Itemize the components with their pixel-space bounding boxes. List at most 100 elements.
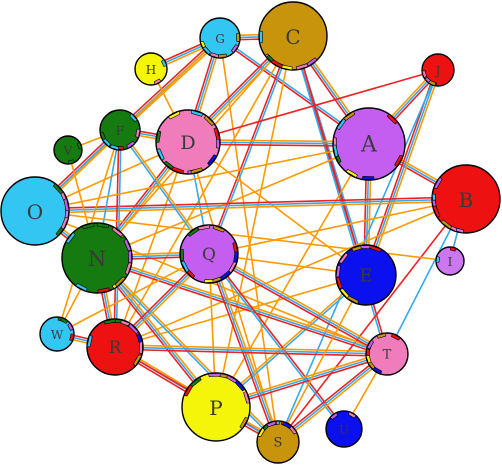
edge-strand	[215, 143, 370, 408]
port-tab	[81, 222, 95, 230]
node-circle[interactable]	[181, 372, 251, 442]
node-D[interactable]: D	[155, 109, 221, 175]
edge-A-N	[96, 143, 370, 259]
port-tab	[153, 78, 162, 85]
node-S[interactable]: S	[256, 420, 300, 464]
node-label: E	[359, 266, 372, 287]
node-C[interactable]: C	[258, 1, 328, 71]
node-ports-D	[155, 109, 221, 175]
node-O[interactable]: O	[0, 176, 70, 246]
node-H[interactable]: H	[134, 52, 168, 86]
edge-strand	[114, 198, 467, 348]
port-tab	[266, 420, 276, 428]
edge-strand	[219, 37, 279, 443]
port-tab	[345, 168, 358, 179]
edge-C-P	[215, 35, 294, 408]
node-V[interactable]: V	[53, 135, 83, 165]
node-G[interactable]: G	[199, 17, 241, 59]
port-tab	[343, 111, 356, 121]
port-tab	[86, 334, 93, 348]
edge-A-P	[215, 143, 370, 408]
node-label: N	[88, 247, 106, 271]
node-U[interactable]: U	[325, 410, 363, 448]
node-ports-W	[57, 316, 75, 342]
port-tab	[213, 127, 221, 140]
node-ports-P	[183, 372, 251, 430]
port-tab	[156, 148, 165, 161]
node-ports-O	[52, 183, 70, 237]
edge-strand	[114, 348, 387, 357]
node-F[interactable]: F	[99, 109, 141, 151]
port-tab	[230, 44, 239, 54]
node-circle[interactable]	[53, 135, 83, 165]
port-tab	[203, 114, 215, 126]
node-circle[interactable]	[335, 244, 397, 306]
port-tab	[207, 154, 218, 167]
edge-N-T	[96, 255, 388, 357]
port-tab	[421, 70, 427, 79]
node-label: P	[209, 396, 222, 420]
node-ports-R	[86, 318, 144, 367]
node-P[interactable]: P	[181, 372, 251, 442]
node-ports-Q	[180, 224, 239, 284]
port-tab	[123, 238, 132, 252]
port-tab	[351, 244, 364, 252]
port-tab	[60, 317, 69, 324]
node-circle[interactable]	[431, 164, 501, 234]
node-circle[interactable]	[332, 107, 406, 181]
node-A[interactable]: A	[332, 107, 406, 181]
port-tab	[208, 372, 221, 378]
node-E[interactable]: E	[335, 244, 397, 306]
port-tab	[96, 222, 110, 229]
edge-strand	[97, 255, 388, 353]
node-circle[interactable]	[325, 410, 363, 448]
node-Q[interactable]: Q	[179, 224, 239, 284]
port-tab	[128, 323, 140, 334]
port-tab	[428, 80, 436, 87]
node-ports-E	[335, 244, 382, 305]
node-circle[interactable]	[134, 52, 168, 86]
node-I[interactable]: I	[435, 246, 465, 276]
node-circle[interactable]	[421, 53, 455, 87]
port-tab	[138, 341, 143, 355]
edge-D-J	[187, 69, 439, 143]
edge-strand	[210, 252, 281, 442]
node-ports-V	[68, 141, 83, 165]
edge-strand	[96, 257, 388, 355]
node-R[interactable]: R	[86, 318, 144, 376]
edge-strand	[207, 255, 387, 357]
node-B[interactable]: B	[431, 164, 501, 234]
port-tab	[126, 140, 136, 149]
node-ports-A	[332, 111, 404, 180]
edge-B-Q	[208, 198, 467, 255]
edge-strand	[120, 39, 223, 133]
node-circle[interactable]	[258, 1, 328, 71]
node-circle[interactable]	[365, 332, 409, 376]
edge-D-R	[114, 141, 189, 348]
node-label: A	[360, 133, 378, 158]
port-tab	[232, 241, 239, 255]
port-tab	[236, 32, 240, 43]
node-ports-H	[153, 58, 168, 85]
edge-strand	[207, 254, 344, 431]
edge-B-R	[114, 198, 467, 348]
port-tab	[65, 231, 76, 244]
port-tab	[135, 128, 141, 139]
edge-strand	[114, 274, 367, 348]
node-label: S	[274, 436, 283, 451]
port-tab	[296, 63, 309, 71]
port-tab	[67, 322, 74, 331]
node-N[interactable]: N	[61, 222, 133, 294]
node-W[interactable]: W	[39, 316, 75, 352]
edge-strand	[208, 253, 388, 355]
port-tab	[190, 167, 204, 175]
port-tab	[128, 250, 132, 264]
edge-T-S	[276, 351, 389, 445]
node-T[interactable]: T	[365, 332, 409, 376]
edge-strand	[209, 252, 346, 429]
port-tab	[440, 219, 453, 230]
edge-strand	[367, 70, 441, 276]
port-tab	[394, 154, 404, 168]
node-J[interactable]: J	[421, 53, 455, 87]
